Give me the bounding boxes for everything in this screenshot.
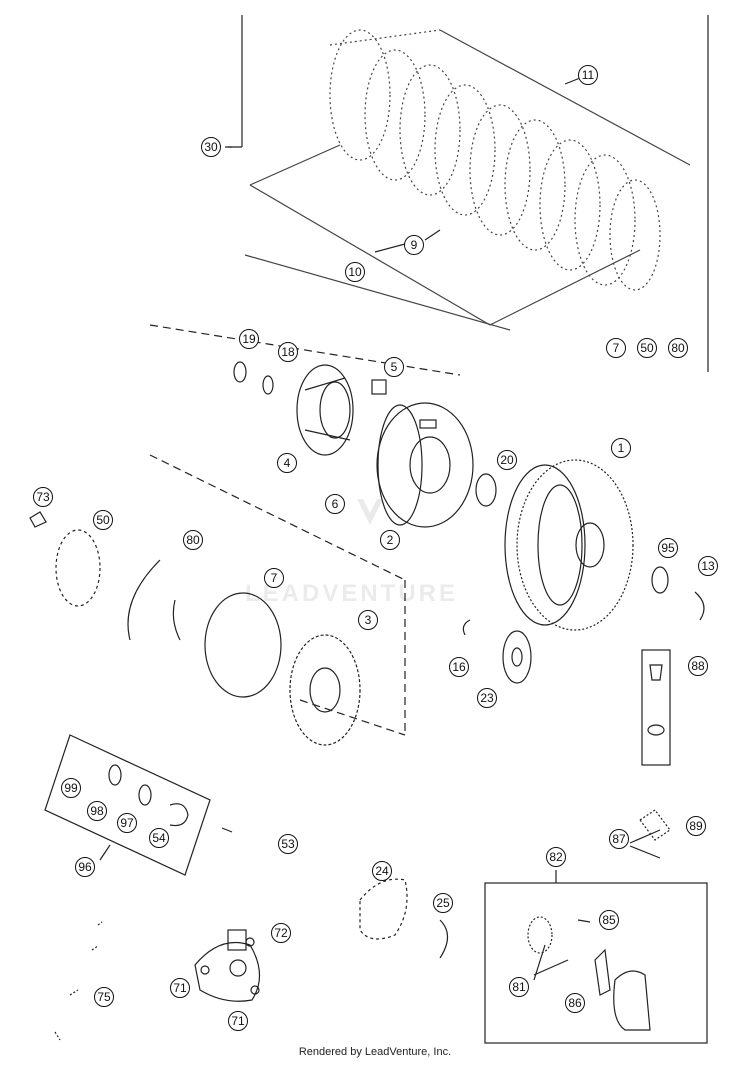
callout-30: 30 — [201, 137, 221, 157]
callout-23: 23 — [477, 688, 497, 708]
callout-53: 53 — [278, 834, 298, 854]
callout-19: 19 — [239, 329, 259, 349]
callout-89: 89 — [686, 816, 706, 836]
clutch-cover-part — [289, 634, 361, 746]
callout-20: 20 — [497, 450, 517, 470]
water-pump-cover-part — [194, 929, 261, 1002]
callout-3: 3 — [358, 610, 378, 630]
callout-7: 7 — [606, 338, 626, 358]
gasket-part — [359, 878, 408, 940]
callout-50: 50 — [637, 338, 657, 358]
kit-box — [44, 734, 211, 876]
impeller-part — [613, 970, 651, 1031]
callout-85: 85 — [599, 910, 619, 930]
callout-9: 9 — [404, 235, 424, 255]
outer-clutch-basket-part — [504, 459, 634, 631]
callout-80: 80 — [183, 530, 203, 550]
axis-line — [149, 324, 461, 376]
callout-98: 98 — [87, 801, 107, 821]
circlip-part — [475, 473, 497, 507]
callout-81: 81 — [509, 977, 529, 997]
callout-11: 11 — [578, 65, 598, 85]
seal-part — [221, 827, 233, 833]
callout-10: 10 — [345, 262, 365, 282]
callout-80: 80 — [668, 338, 688, 358]
callout-4: 4 — [277, 453, 297, 473]
clutch-hub-part — [376, 402, 474, 528]
callout-24: 24 — [372, 861, 392, 881]
callout-2: 2 — [380, 530, 400, 550]
callout-50: 50 — [93, 510, 113, 530]
callout-75: 75 — [94, 987, 114, 1007]
pump-part — [639, 809, 671, 841]
callout-18: 18 — [278, 342, 298, 362]
callout-96: 96 — [75, 857, 95, 877]
ring-part — [439, 919, 449, 959]
dowel-pin-part — [29, 511, 47, 528]
clutch-disc-stack — [244, 29, 691, 331]
footer-credit: Rendered by LeadVenture, Inc. — [298, 1046, 452, 1058]
snap-ring-part — [694, 591, 705, 621]
shaft-part — [641, 649, 671, 766]
callout-87: 87 — [609, 829, 629, 849]
callout-97: 97 — [117, 813, 137, 833]
callout-54: 54 — [149, 828, 169, 848]
callout-5: 5 — [384, 357, 404, 377]
callout-16: 16 — [449, 657, 469, 677]
callout-82: 82 — [546, 847, 566, 867]
callout-88: 88 — [688, 656, 708, 676]
callout-86: 86 — [565, 993, 585, 1013]
watermark-logo — [355, 495, 385, 531]
callout-73: 73 — [33, 487, 53, 507]
needle-bearing-part — [462, 619, 471, 636]
o-ring-part — [204, 592, 282, 698]
bolt-part — [54, 921, 103, 1041]
gear-part — [502, 630, 532, 684]
callout-1: 1 — [611, 438, 631, 458]
callout-7: 7 — [264, 568, 284, 588]
washer-part — [233, 361, 247, 383]
o-ring-part — [127, 559, 181, 641]
pump-kit-box — [484, 882, 708, 1044]
spring-part — [371, 379, 387, 395]
callout-71: 71 — [170, 978, 190, 998]
callout-71: 71 — [228, 1011, 248, 1031]
callout-13: 13 — [698, 556, 718, 576]
callout-25: 25 — [433, 893, 453, 913]
callout-99: 99 — [61, 778, 81, 798]
callout-95: 95 — [658, 538, 678, 558]
gasket-part — [55, 529, 101, 607]
callout-6: 6 — [325, 494, 345, 514]
callout-72: 72 — [271, 923, 291, 943]
pressure-plate-part — [296, 364, 354, 456]
bearing-part — [651, 566, 669, 594]
